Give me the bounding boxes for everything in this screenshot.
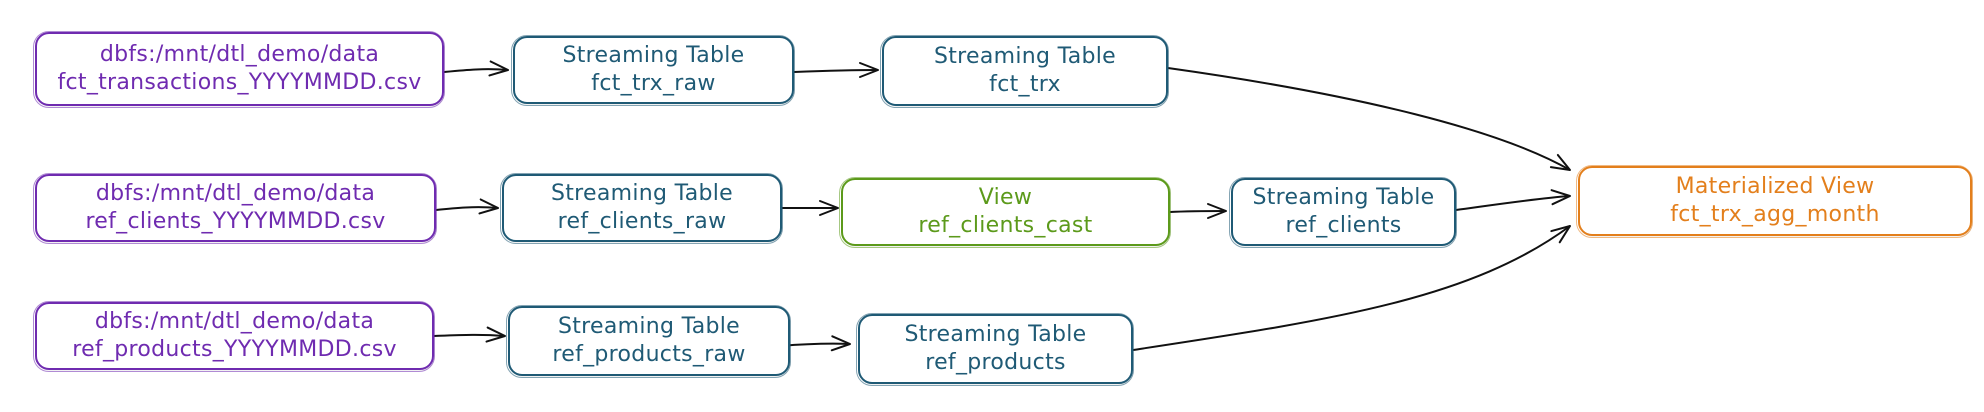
edge-src-trx-to-trx-raw <box>443 60 509 77</box>
node-label-type: Streaming Table <box>550 181 733 206</box>
node-label-type: Streaming Table <box>904 322 1087 347</box>
streaming-table-ref-products-raw[interactable]: Streaming Table ref_products_raw <box>506 305 791 378</box>
node-label-name: fct_trx_raw <box>591 71 716 96</box>
node-label-type: Streaming Table <box>557 314 740 339</box>
source-node-products[interactable]: dbfs:/mnt/dtl_demo/data ref_products_YYY… <box>33 301 435 372</box>
node-label-file: fct_transactions_YYYYMMDD.csv <box>57 70 422 95</box>
streaming-table-ref-clients[interactable]: Streaming Table ref_clients <box>1229 177 1457 248</box>
node-label-name: ref_clients_cast <box>918 213 1093 238</box>
source-node-transactions[interactable]: dbfs:/mnt/dtl_demo/data fct_transactions… <box>33 31 445 108</box>
node-label-type: Streaming Table <box>1252 185 1435 210</box>
node-label-file: ref_clients_YYYYMMDD.csv <box>85 209 386 234</box>
source-node-clients[interactable]: dbfs:/mnt/dtl_demo/data ref_clients_YYYY… <box>33 173 437 244</box>
node-label-type: Streaming Table <box>562 43 745 68</box>
node-label-type: Streaming Table <box>933 44 1116 69</box>
streaming-table-ref-clients-raw[interactable]: Streaming Table ref_clients_raw <box>500 173 783 244</box>
view-ref-clients-cast[interactable]: View ref_clients_cast <box>839 177 1171 248</box>
node-label-path: dbfs:/mnt/dtl_demo/data <box>94 309 375 334</box>
edge-src-clients-to-clients-raw <box>435 198 499 215</box>
edge-trx-to-mv <box>1167 67 1571 171</box>
edge-clients-to-mv <box>1455 189 1571 211</box>
node-label-type: View <box>978 185 1033 210</box>
edge-trx-raw-to-trx <box>793 62 879 79</box>
node-label-name: fct_trx <box>989 72 1061 97</box>
node-label-name: ref_products <box>925 350 1066 375</box>
edge-view-to-clients <box>1169 203 1227 220</box>
node-label-name: ref_products_raw <box>552 342 746 367</box>
node-label-path: dbfs:/mnt/dtl_demo/data <box>99 42 380 67</box>
edge-src-products-to-products-raw <box>433 326 506 343</box>
node-label-file: ref_products_YYYYMMDD.csv <box>72 337 397 362</box>
streaming-table-ref-products[interactable]: Streaming Table ref_products <box>856 313 1134 386</box>
node-label-name: ref_clients_raw <box>557 209 727 234</box>
node-label-name: ref_clients <box>1285 213 1402 238</box>
node-label-path: dbfs:/mnt/dtl_demo/data <box>95 181 376 206</box>
node-label-type: Materialized View <box>1675 174 1875 199</box>
edge-products-to-mv <box>1132 225 1571 351</box>
streaming-table-fct-trx[interactable]: Streaming Table fct_trx <box>880 35 1169 108</box>
node-label-name: fct_trx_agg_month <box>1670 202 1880 227</box>
streaming-table-fct-trx-raw[interactable]: Streaming Table fct_trx_raw <box>511 35 795 106</box>
materialized-view-fct-trx-agg-month[interactable]: Materialized View fct_trx_agg_month <box>1576 165 1973 238</box>
edge-products-raw-to-products <box>779 335 851 352</box>
